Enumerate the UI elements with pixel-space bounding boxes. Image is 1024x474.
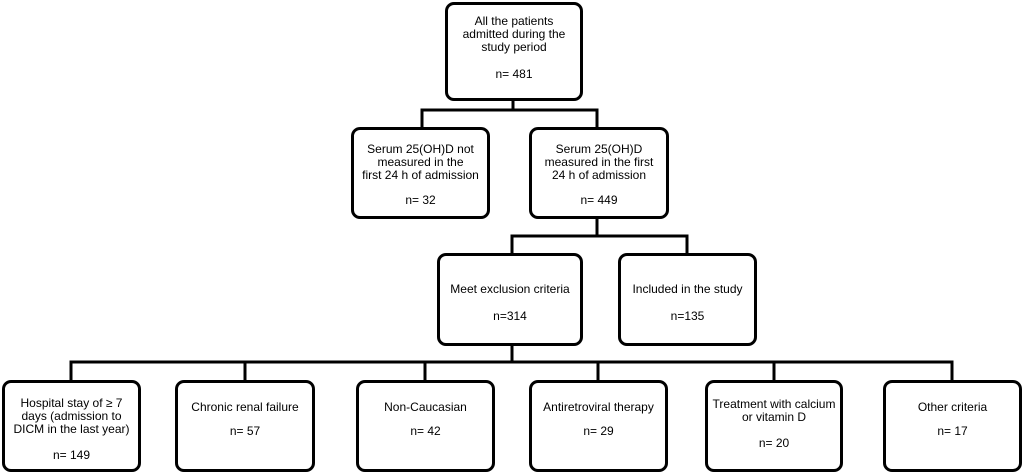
exclusion-criteria-box: Meet exclusion criteria n=314 [437,253,583,346]
criteria-label: Non-Caucasian [384,400,467,414]
all-patients-box: All the patients admitted during the stu… [445,2,583,101]
criteria-label: Antiretroviral therapy [543,400,654,414]
criteria-count: n= 17 [937,424,968,438]
criteria-box-antiretroviral: Antiretroviral therapy n= 29 [529,380,668,472]
measured-count: n= 449 [580,193,618,207]
criteria-count: n= 20 [758,436,790,450]
criteria-label: Chronic renal failure [191,400,299,414]
criteria-box-non-caucasian: Non-Caucasian n= 42 [356,380,495,472]
criteria-box-renal-failure: Chronic renal failure n= 57 [175,380,315,472]
criteria-label: Other criteria [917,400,988,414]
measured-box: Serum 25(OH)D measured in the first 24 h… [529,127,669,219]
included-study-count: n=135 [670,309,705,323]
exclusion-criteria-count: n=314 [493,309,527,323]
criteria-box-other: Other criteria n= 17 [883,380,1022,472]
criteria-box-calcium-vitamin-d: Treatment with calcium or vitamin D n= 2… [705,380,843,472]
all-patients-label: All the patients admitted during the stu… [462,14,566,54]
criteria-count: n= 57 [229,424,261,438]
criteria-label: Hospital stay of ≥ 7 days (admission to … [13,396,130,436]
criteria-label: Treatment with calcium or vitamin D [712,397,836,424]
included-study-box: Included in the study n=135 [618,253,757,346]
not-measured-count: n= 32 [405,193,436,207]
all-patients-count: n= 481 [495,67,533,81]
criteria-count: n= 29 [583,424,614,438]
criteria-box-hospital-stay: Hospital stay of ≥ 7 days (admission to … [2,380,141,472]
criteria-count: n= 42 [410,424,441,438]
not-measured-label: Serum 25(OH)D not measured in the first … [362,142,479,182]
criteria-count: n= 149 [52,448,91,462]
exclusion-criteria-label: Meet exclusion criteria [450,282,570,296]
measured-label: Serum 25(OH)D measured in the first 24 h… [544,142,654,182]
included-study-label: Included in the study [632,282,743,296]
not-measured-box: Serum 25(OH)D not measured in the first … [351,127,490,219]
